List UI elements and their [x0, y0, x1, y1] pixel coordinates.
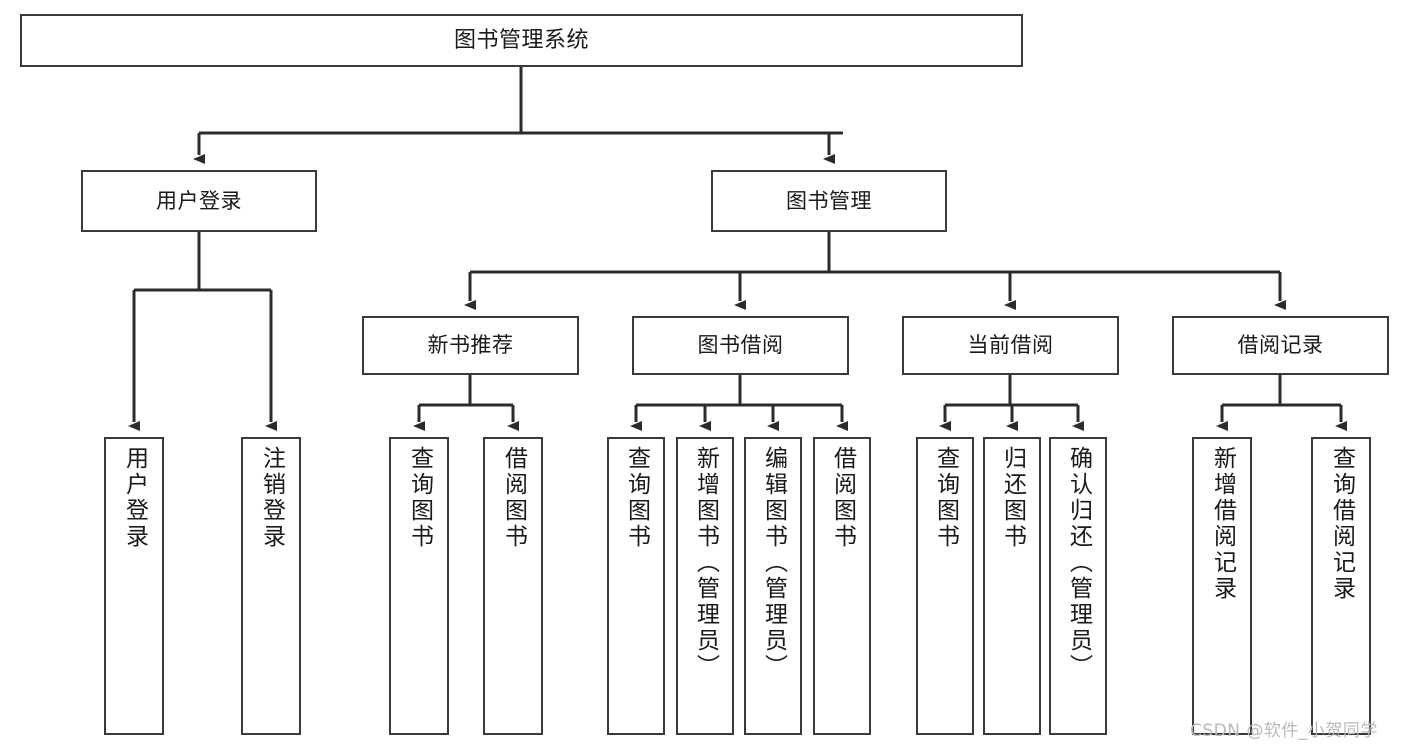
- node-book-manage[interactable]: 图书管理: [711, 170, 947, 232]
- csdn-watermark: CSDN @软件_小贺同学: [1190, 721, 1378, 741]
- node-root[interactable]: 图书管理系统: [20, 14, 1023, 67]
- node-leaf-query-book-2[interactable]: 查询图书: [607, 437, 665, 735]
- node-book-manage-label: 图书管理: [786, 188, 872, 213]
- node-leaf-return-book-label: 归还图书: [999, 446, 1026, 550]
- node-leaf-query-book-3-label: 查询图书: [932, 446, 959, 550]
- node-borrow-record-label: 借阅记录: [1237, 333, 1324, 358]
- node-leaf-add-book-label: 新增图书（管理员）: [692, 446, 719, 680]
- node-current-borrow[interactable]: 当前借阅: [902, 316, 1119, 375]
- node-leaf-edit-book-label: 编辑图书（管理员）: [760, 446, 787, 680]
- node-leaf-logout[interactable]: 注销登录: [241, 437, 301, 735]
- node-leaf-add-record-label: 新增借阅记录: [1209, 446, 1236, 602]
- node-user-login-label: 用户登录: [156, 188, 242, 213]
- node-leaf-confirm-return[interactable]: 确认归还（管理员）: [1049, 437, 1107, 735]
- node-leaf-query-book-2-label: 查询图书: [623, 446, 650, 550]
- node-leaf-query-book-3[interactable]: 查询图书: [916, 437, 974, 735]
- node-leaf-query-record[interactable]: 查询借阅记录: [1311, 437, 1371, 735]
- node-leaf-query-book-1-label: 查询图书: [406, 446, 433, 550]
- node-book-borrow[interactable]: 图书借阅: [632, 316, 849, 375]
- node-borrow-record[interactable]: 借阅记录: [1172, 316, 1389, 375]
- node-root-label: 图书管理系统: [453, 27, 589, 53]
- node-leaf-return-book[interactable]: 归还图书: [983, 437, 1041, 735]
- node-current-borrow-label: 当前借阅: [967, 333, 1054, 358]
- node-leaf-user-login-label: 用户登录: [121, 446, 148, 550]
- node-new-book-recommend-label: 新书推荐: [427, 333, 514, 358]
- node-leaf-add-book[interactable]: 新增图书（管理员）: [676, 437, 734, 735]
- node-leaf-logout-label: 注销登录: [258, 446, 285, 550]
- node-leaf-query-book-1[interactable]: 查询图书: [389, 437, 449, 735]
- node-leaf-borrow-book-1[interactable]: 借阅图书: [483, 437, 543, 735]
- node-leaf-borrow-book-2[interactable]: 借阅图书: [813, 437, 871, 735]
- node-leaf-confirm-return-label: 确认归还（管理员）: [1065, 446, 1092, 680]
- node-user-login[interactable]: 用户登录: [81, 170, 317, 232]
- node-book-borrow-label: 图书借阅: [697, 333, 784, 358]
- node-leaf-query-record-label: 查询借阅记录: [1328, 446, 1355, 602]
- node-leaf-borrow-book-1-label: 借阅图书: [500, 446, 527, 550]
- node-new-book-recommend[interactable]: 新书推荐: [362, 316, 579, 375]
- node-leaf-borrow-book-2-label: 借阅图书: [829, 446, 856, 550]
- node-leaf-user-login[interactable]: 用户登录: [104, 437, 164, 735]
- node-leaf-edit-book[interactable]: 编辑图书（管理员）: [744, 437, 802, 735]
- node-leaf-add-record[interactable]: 新增借阅记录: [1192, 437, 1252, 735]
